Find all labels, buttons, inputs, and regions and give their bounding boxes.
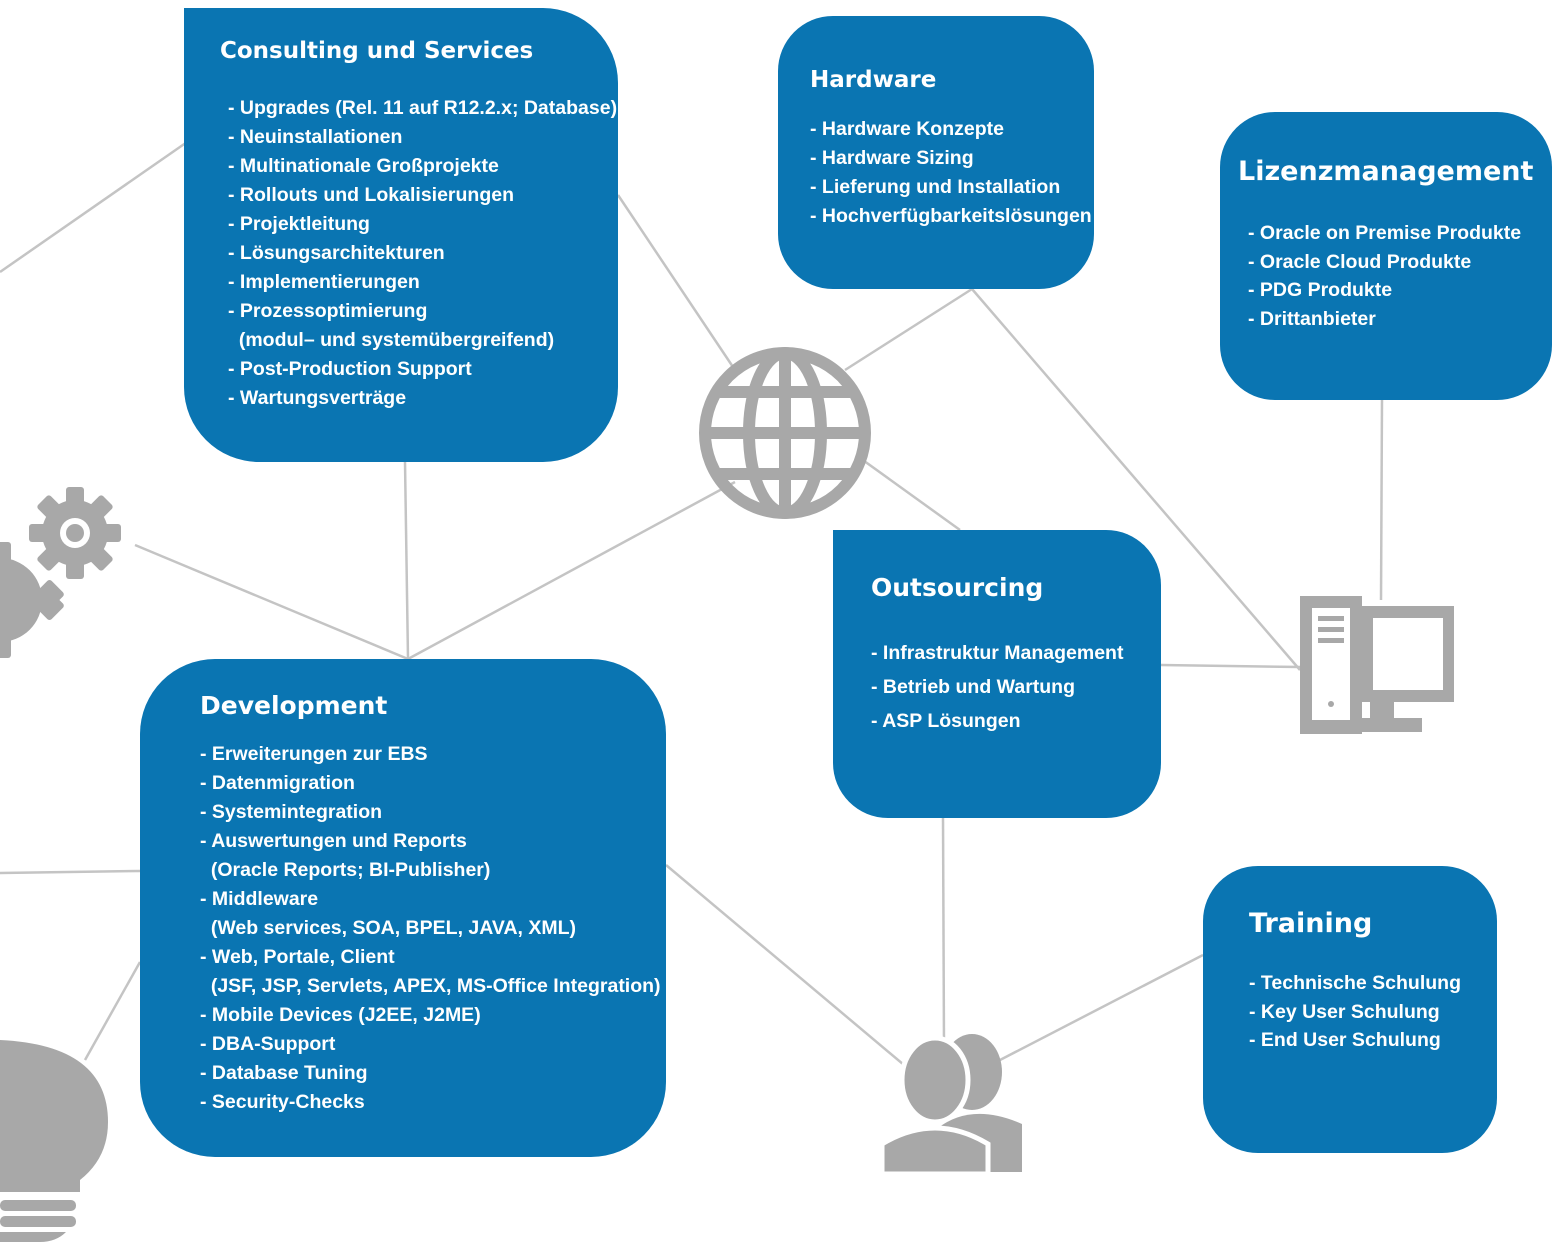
list-item: - Post-Production Support: [228, 358, 472, 380]
training-title: Training: [1249, 908, 1373, 939]
development-title: Development: [200, 691, 388, 720]
list-item: - Upgrades (Rel. 11 auf R12.2.x; Databas…: [228, 97, 618, 119]
list-item: - Technische Schulung: [1249, 972, 1461, 994]
list-item: - Oracle Cloud Produkte: [1248, 250, 1472, 273]
lizenzmanagement-list: - Oracle on Premise Produkte - Oracle Cl…: [1238, 219, 1552, 333]
list-item: - Erweiterungen zur EBS: [200, 743, 428, 765]
globe-icon: [699, 347, 871, 519]
list-item: - Hochverfügbarkeitslösungen: [810, 205, 1092, 227]
training-list: - Technische Schulung - Key User Schulun…: [1249, 969, 1497, 1055]
lightbulb-icon: [0, 1040, 108, 1242]
users-icon: [880, 1034, 1022, 1174]
list-item: - Hardware Konzepte: [810, 118, 1004, 140]
computer-icon: [1300, 596, 1454, 734]
list-item: (modul– und systemübergreifend): [228, 329, 555, 351]
list-item: - Web, Portale, Client: [200, 946, 395, 968]
list-item: - Wartungsverträge: [228, 387, 407, 409]
list-item: - Middleware: [200, 888, 319, 910]
list-item: - Hardware Sizing: [810, 147, 974, 169]
list-item: - Database Tuning: [200, 1062, 368, 1084]
list-item: - Drittanbieter: [1248, 307, 1376, 330]
list-item: - End User Schulung: [1249, 1029, 1441, 1051]
list-item: - Multinationale Großprojekte: [228, 155, 499, 177]
outsourcing-box: Outsourcing - Infrastruktur Management -…: [833, 530, 1161, 818]
list-item: - Oracle on Premise Produkte: [1248, 222, 1522, 244]
list-item: - Lieferung und Installation: [810, 176, 1061, 198]
list-item: - ASP Lösungen: [871, 710, 1021, 732]
list-item: - Neuinstallationen: [228, 126, 403, 148]
list-item: - Security-Checks: [200, 1091, 365, 1113]
list-item: - Rollouts und Lokalisierungen: [228, 184, 515, 206]
gears-icon: [0, 487, 121, 658]
outsourcing-title: Outsourcing: [871, 573, 1044, 602]
list-item: - Key User Schulung: [1249, 1000, 1440, 1023]
list-item: - Datenmigration: [200, 772, 355, 794]
list-item: - Betrieb und Wartung: [871, 676, 1076, 698]
consulting-services-box: Consulting und Services - Upgrades (Rel.…: [184, 8, 618, 462]
lizenzmanagement-title: Lizenzmanagement: [1238, 156, 1534, 187]
list-item: (JSF, JSP, Servlets, APEX, MS-Office Int…: [200, 975, 661, 997]
list-item: - Infrastruktur Management: [871, 642, 1124, 664]
development-list: - Erweiterungen zur EBS - Datenmigration…: [200, 740, 666, 1117]
list-item: - Projektleitung: [228, 213, 370, 235]
list-item: - Auswertungen und Reports: [200, 830, 467, 852]
list-item: - Implementierungen: [228, 271, 420, 293]
outsourcing-list: - Infrastruktur Management - Betrieb und…: [871, 636, 1161, 738]
hardware-list: - Hardware Konzepte - Hardware Sizing - …: [810, 115, 1094, 231]
list-item: - Mobile Devices (J2EE, J2ME): [200, 1004, 481, 1026]
list-item: (Oracle Reports; BI-Publisher): [200, 859, 491, 881]
hardware-box: Hardware - Hardware Konzepte - Hardware …: [778, 16, 1094, 289]
hardware-title: Hardware: [810, 67, 937, 93]
development-box: Development - Erweiterungen zur EBS - Da…: [140, 659, 666, 1157]
list-item: (Web services, SOA, BPEL, JAVA, XML): [200, 917, 577, 939]
training-box: Training - Technische Schulung - Key Use…: [1203, 866, 1497, 1153]
lizenzmanagement-box: Lizenzmanagement - Oracle on Premise Pro…: [1220, 112, 1552, 400]
consulting-list: - Upgrades (Rel. 11 auf R12.2.x; Databas…: [220, 94, 618, 413]
list-item: - PDG Produkte: [1248, 279, 1393, 301]
list-item: - Lösungsarchitekturen: [228, 242, 445, 264]
list-item: - Prozessoptimierung: [228, 300, 428, 322]
list-item: - DBA-Support: [200, 1033, 336, 1055]
list-item: - Systemintegration: [200, 801, 383, 823]
consulting-title: Consulting und Services: [220, 38, 534, 64]
